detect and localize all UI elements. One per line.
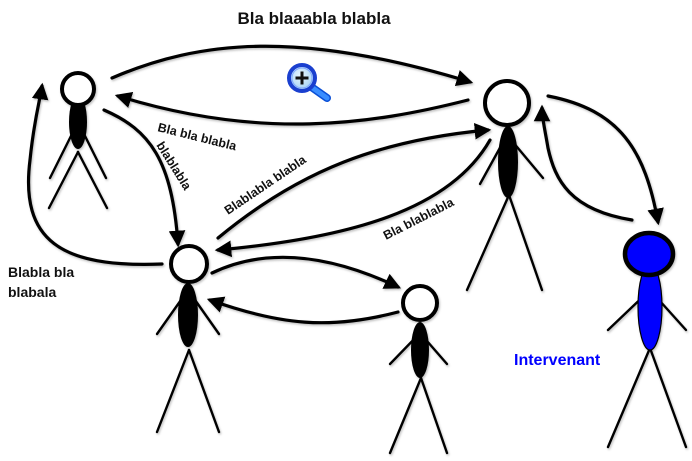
edge-p3-to-p4	[210, 255, 402, 289]
person-body	[178, 283, 198, 347]
person-p3	[155, 244, 221, 434]
person-head	[401, 284, 439, 322]
edge-p2-to-p1	[114, 91, 470, 126]
edge-p2-to-p3	[214, 138, 492, 258]
label-left-line2: blabala	[8, 284, 56, 300]
edge-p1-to-p3	[102, 108, 186, 248]
edge-p2-to-p5	[546, 94, 664, 226]
person-p1	[47, 71, 109, 210]
person-intervenant	[606, 230, 688, 449]
person-head	[60, 71, 96, 107]
person-body	[498, 126, 518, 198]
label-blablabla: blablabla	[153, 139, 194, 193]
label-left-line1: Blabla bla	[8, 264, 74, 280]
person-p2	[465, 79, 545, 292]
edge-p1-to-p2	[110, 44, 474, 87]
edge-p3-to-p1	[27, 82, 164, 266]
edge-p4-to-p3	[206, 296, 400, 325]
person-head	[622, 230, 676, 278]
person-p4	[388, 284, 449, 455]
person-body	[69, 95, 87, 149]
label-intervenant: Intervenant	[514, 352, 601, 369]
label-top: Bla blaaabla blabla	[237, 9, 391, 28]
person-head	[483, 79, 531, 127]
person-head	[169, 244, 209, 284]
zoom-in-icon[interactable]	[287, 63, 331, 102]
edges	[27, 44, 664, 325]
person-body	[411, 322, 429, 378]
edge-p3-to-p2	[216, 122, 492, 240]
edge-p5-to-p2	[533, 104, 634, 222]
